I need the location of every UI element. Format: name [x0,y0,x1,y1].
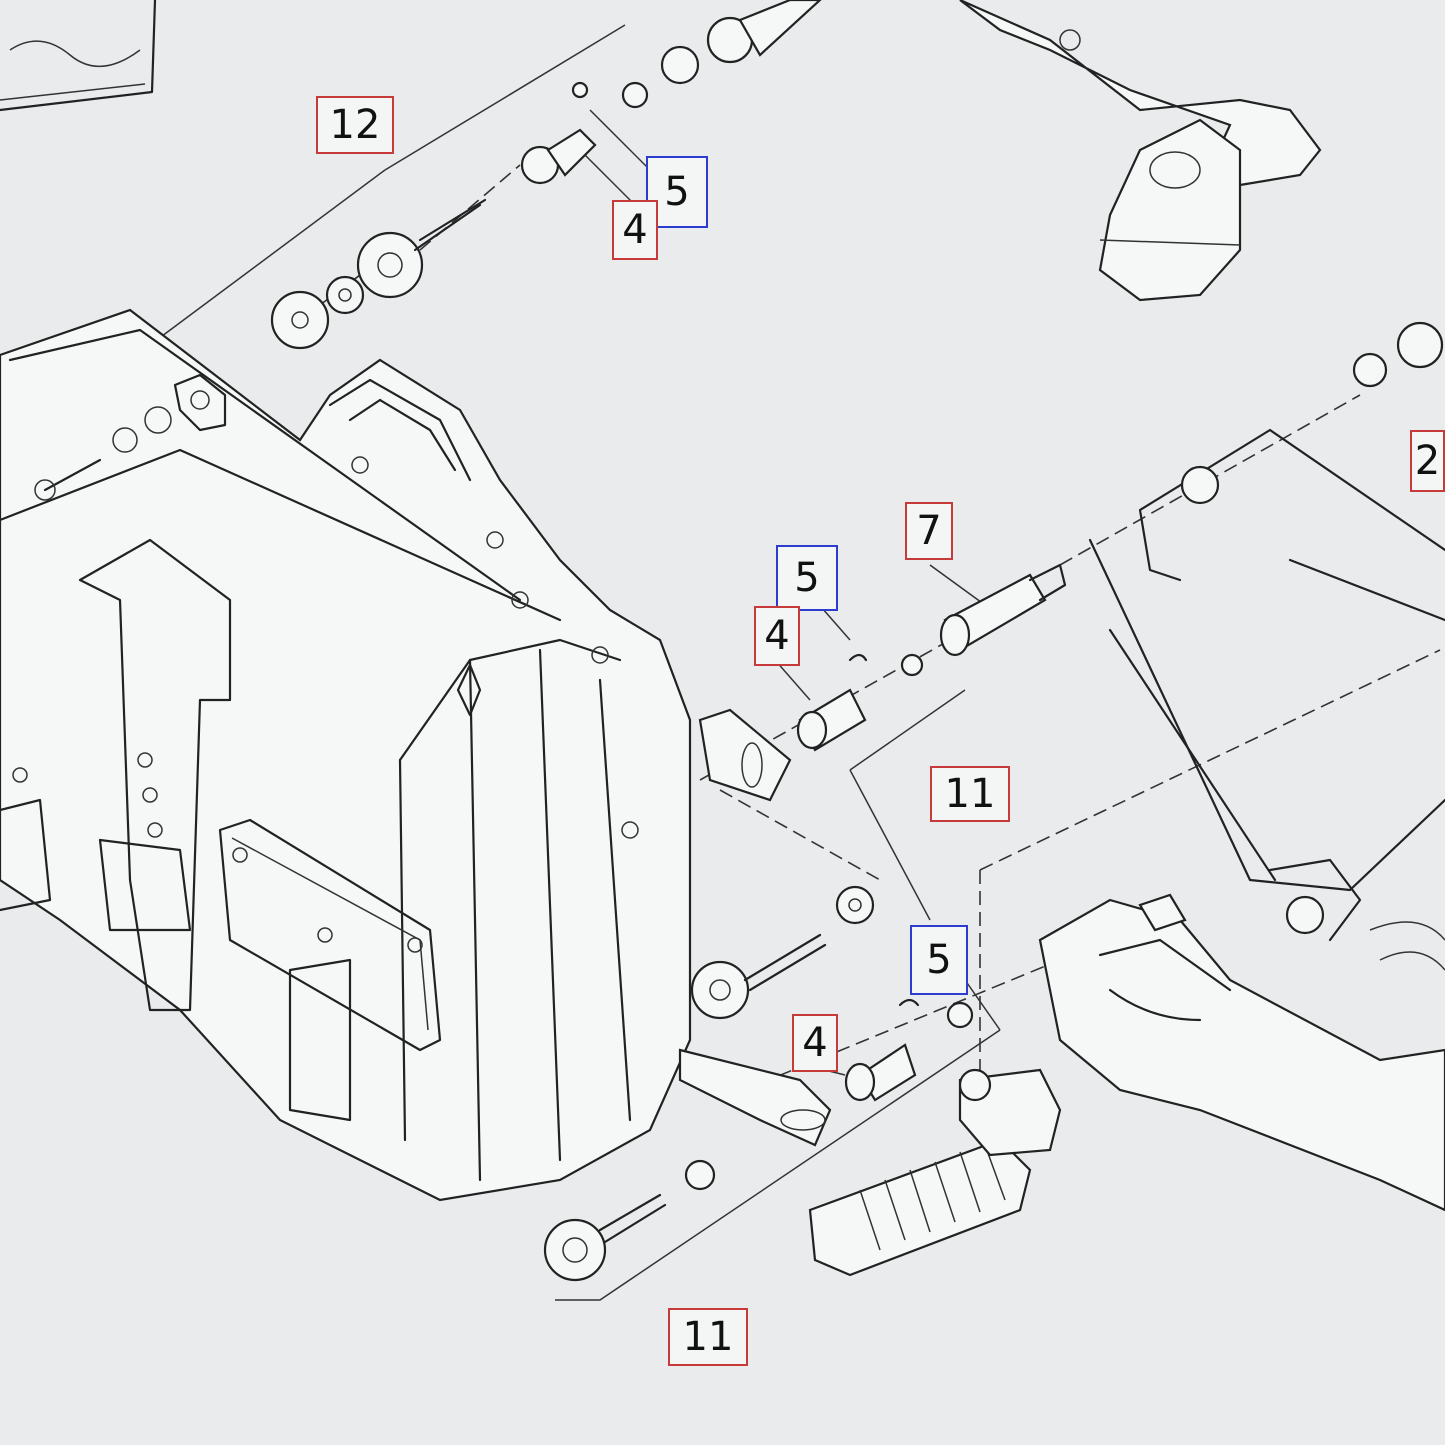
callout-12: 12 [316,96,394,154]
footpeg-exhaust [808,893,1445,1277]
shock-mount [959,0,1322,302]
callout-4-lower: 4 [792,1014,838,1072]
callout-5-top: 5 [646,156,708,228]
saddlebag [0,308,692,1202]
inset-frame [0,0,157,112]
callout-5-middle: 5 [776,545,838,611]
callout-4-top: 4 [612,200,658,260]
callout-4-middle: 4 [754,606,800,666]
callout-7: 7 [905,502,953,560]
frame-bracket [1088,321,1445,971]
upper-hardware [270,0,822,350]
callout-5-lower: 5 [910,925,968,995]
callout-2: 2 [1410,430,1445,492]
middle-hardware [543,563,1067,1282]
callout-11-middle: 11 [930,766,1010,822]
callout-11-bottom: 11 [668,1308,748,1366]
